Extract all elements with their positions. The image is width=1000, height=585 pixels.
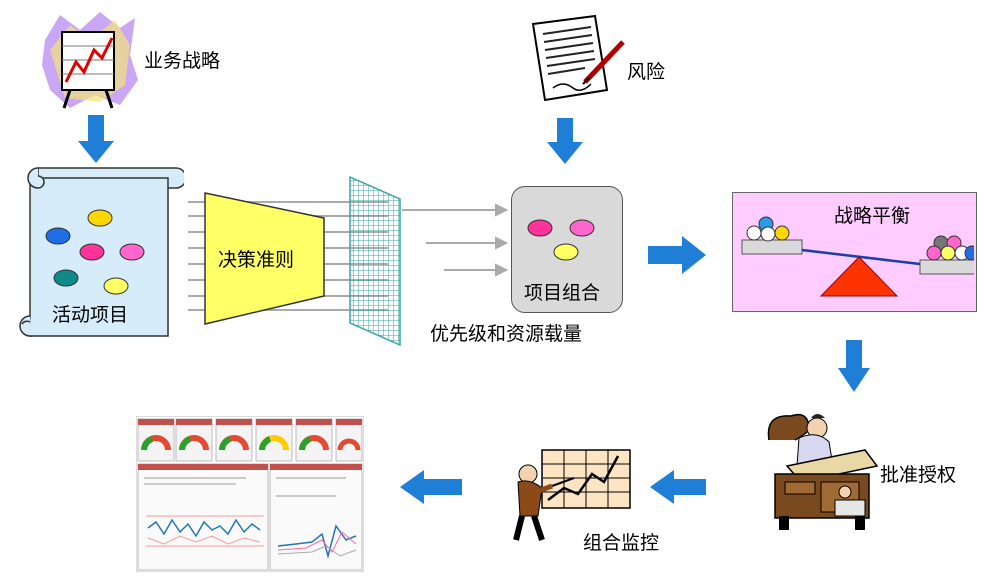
arrow-down-strategy-icon xyxy=(78,115,114,163)
active-projects-label: 活动项目 xyxy=(52,304,129,326)
approve-authorize-label: 批准授权 xyxy=(880,464,957,486)
strategic-balance-label: 战略平衡 xyxy=(834,205,911,227)
flow-arrows-to-portfolio xyxy=(402,203,509,277)
arrow-left-monitoring-icon xyxy=(650,470,706,504)
project-portfolio-label: 项目组合 xyxy=(524,282,601,304)
arrow-left-dashboard-icon xyxy=(400,470,462,504)
presenter-chart-clipart xyxy=(513,449,631,541)
business-strategy-label: 业务战略 xyxy=(144,50,221,72)
dashboard-screenshot xyxy=(136,416,364,572)
approval-desk-clipart xyxy=(767,413,879,530)
decision-criteria-label: 决策准则 xyxy=(218,249,295,271)
contract-signing-clipart xyxy=(531,14,625,102)
decision-criteria-funnel xyxy=(204,192,325,325)
arrow-down-risk-icon xyxy=(547,118,583,164)
priority-resource-label: 优先级和资源载量 xyxy=(430,323,583,345)
portfolio-monitoring-label: 组合监控 xyxy=(583,532,660,554)
arrow-right-balance-icon xyxy=(648,236,706,274)
risk-label: 风险 xyxy=(627,61,666,83)
filter-grid xyxy=(349,175,401,347)
strategy-chart-clipart xyxy=(42,12,138,109)
arrow-down-approve-icon xyxy=(838,340,870,392)
active-projects-scroll xyxy=(19,167,184,337)
portfolio-dots xyxy=(527,219,595,261)
balance-scale xyxy=(741,216,974,297)
